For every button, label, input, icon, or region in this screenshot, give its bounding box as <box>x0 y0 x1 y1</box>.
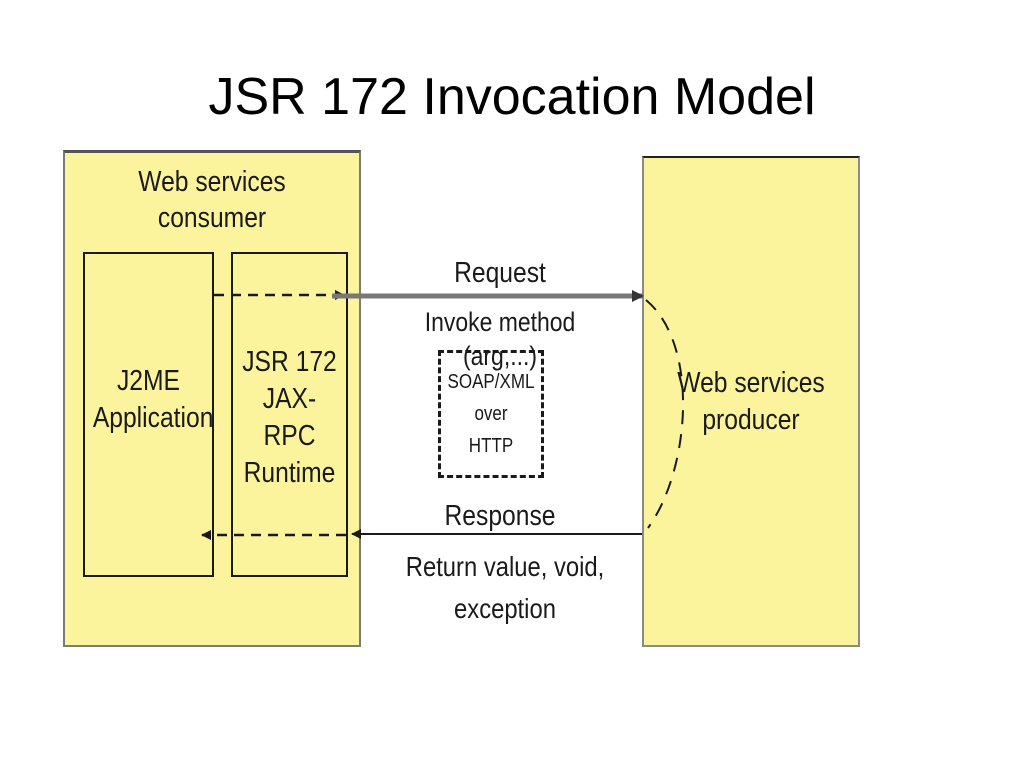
slide-title: JSR 172 Invocation Model <box>208 68 816 126</box>
web-services-consumer-label: Web services consumer <box>138 166 286 234</box>
invoke-method-label: Invoke method (arg,...) <box>424 307 576 371</box>
transport-box <box>438 350 544 478</box>
return-value-label: Return value, void, exception <box>405 551 605 624</box>
jax-rpc-runtime-label: JSR 172 JAX-RPC Runtime <box>242 346 337 489</box>
web-services-producer-box <box>642 156 860 647</box>
web-services-producer-label: Web services producer <box>677 367 825 436</box>
j2me-application-box <box>83 252 214 577</box>
response-label: Response <box>444 500 556 532</box>
producer-processing-arc <box>645 299 685 529</box>
j2me-application-label: J2ME Application <box>92 365 214 434</box>
transport-label: SOAP/XML over HTTP <box>447 371 535 457</box>
jax-rpc-runtime-box <box>231 252 348 577</box>
request-label: Request <box>454 257 546 289</box>
